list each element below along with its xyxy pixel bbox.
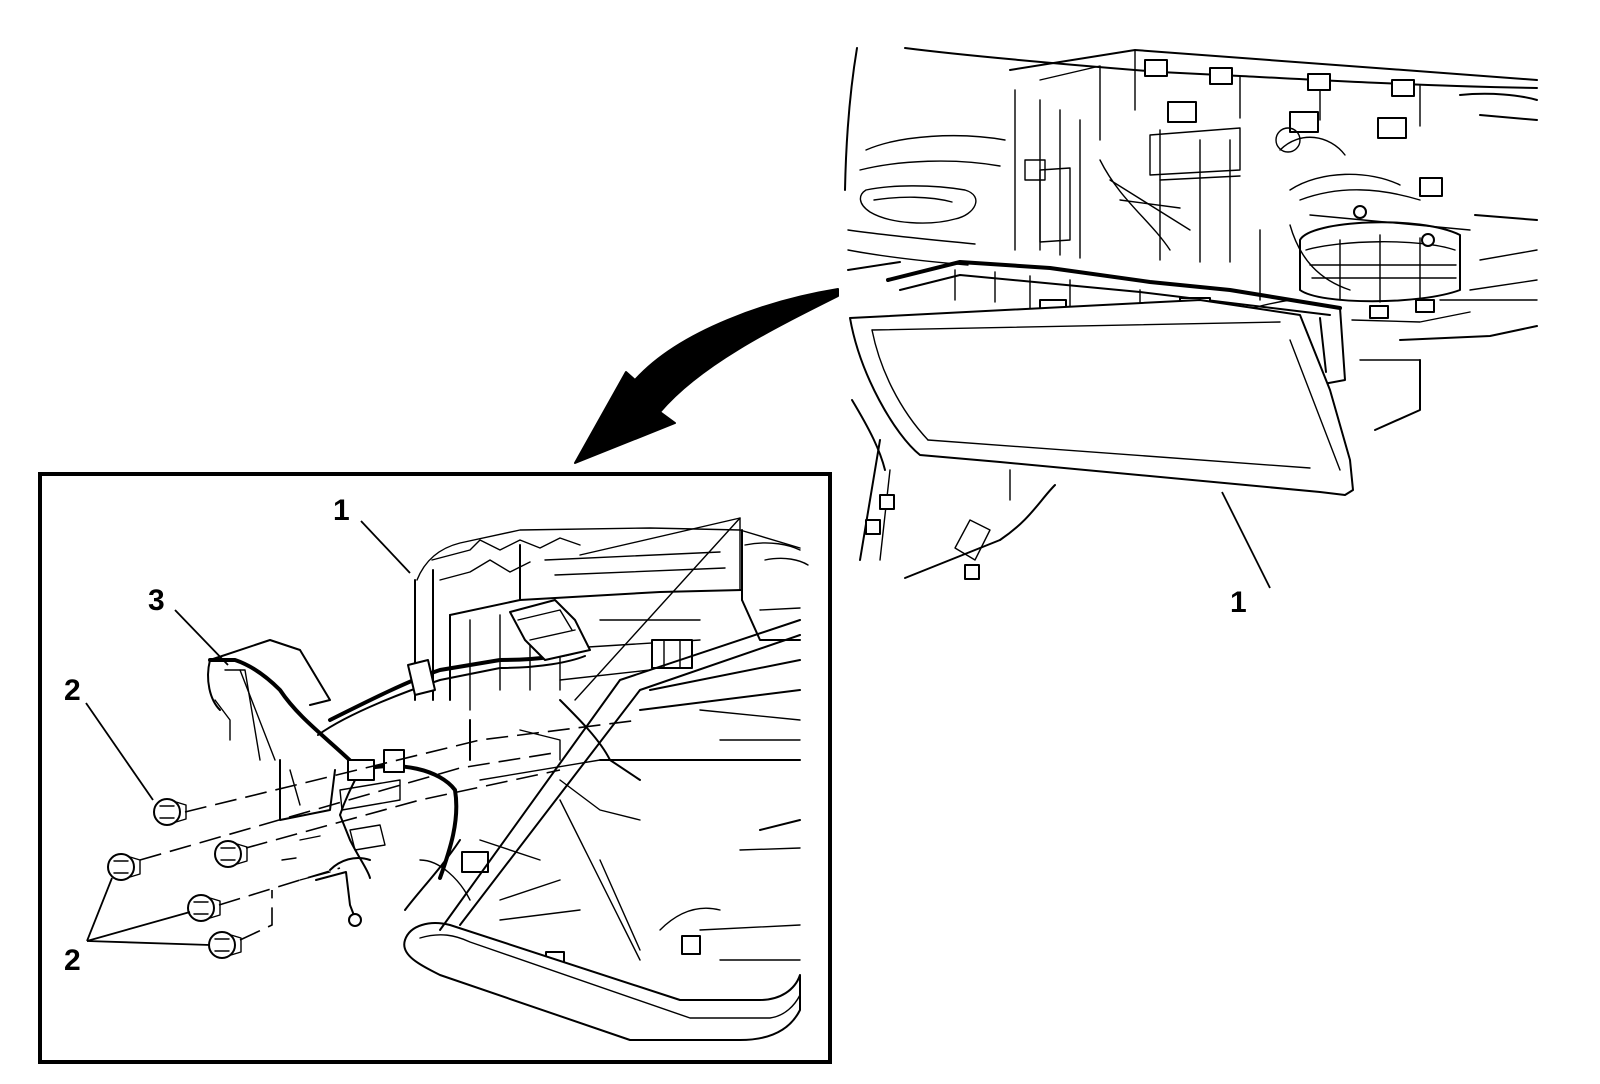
removal-direction-arrow (574, 288, 839, 464)
callout-label-fastener-group: 2 (64, 944, 81, 977)
callout-label-glove-box-main: 1 (1230, 586, 1247, 619)
dash-retaining-clips (1144, 59, 1415, 139)
detail-inset-frame (38, 472, 832, 1064)
fastener-screw[interactable] (153, 798, 187, 826)
detail-glove-box-door-edge (403, 619, 801, 1041)
callout-label-glove-box-detail: 1 (333, 494, 350, 527)
detail-fasteners (107, 798, 248, 959)
callout-label-fastener: 2 (64, 674, 81, 707)
main-callout-1-leader (1221, 491, 1271, 589)
hvac-blower-assembly (1299, 205, 1461, 303)
instrument-panel-left-section (844, 47, 1006, 271)
fastener-screw[interactable] (187, 894, 221, 922)
detail-latch-bracket (209, 639, 405, 861)
callout-label-wiring-harness: 3 (148, 584, 165, 617)
detail-fastener-path-lines (139, 517, 741, 941)
detail-glove-box (414, 527, 809, 967)
glove-box-door[interactable] (849, 299, 1354, 496)
instrument-panel-view (844, 47, 1538, 589)
instrument-panel-lower-left (851, 399, 1056, 580)
fastener-screw[interactable] (214, 840, 248, 868)
fastener-screw[interactable] (107, 853, 141, 881)
detail-inset-view (85, 517, 809, 1041)
dash-inner-structure (1014, 89, 1538, 319)
fastener-screw[interactable] (208, 931, 242, 959)
detail-callout-leaders (85, 520, 411, 946)
